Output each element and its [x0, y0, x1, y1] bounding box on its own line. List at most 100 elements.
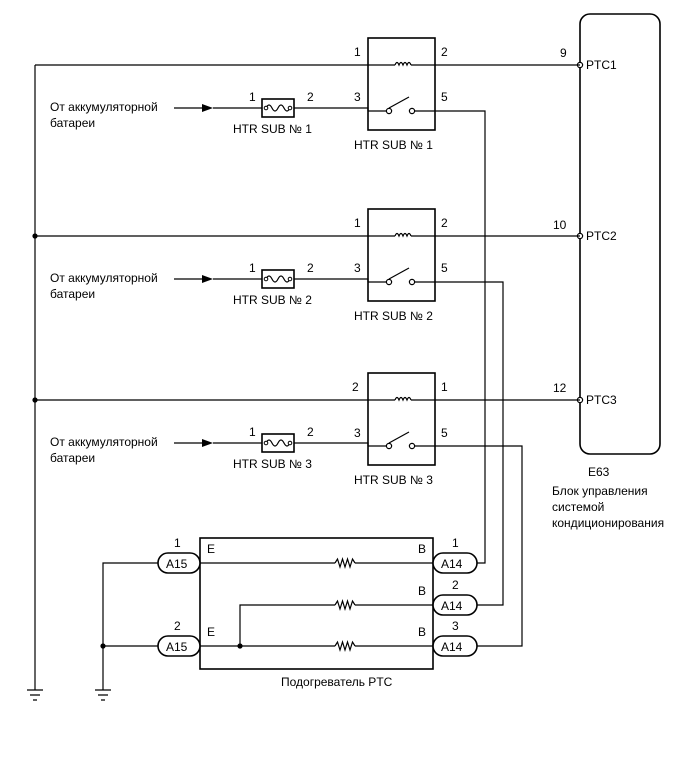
- fuse-name: HTR SUB № 2: [233, 293, 312, 307]
- relay-box: [367, 372, 436, 466]
- battery-feed-1: От аккумуляторной батареи 1 2 HTR SUB № …: [50, 90, 369, 136]
- battery-feed-3: От аккумуляторной батареи 1 2 HTR SUB № …: [50, 425, 369, 471]
- switch-contact: [385, 278, 393, 286]
- ground-wire: [102, 562, 158, 683]
- relay-htr-sub-3: 2 1 3 5 HTR SUB № 3: [35, 372, 580, 487]
- connector-code: A15: [166, 557, 188, 571]
- relay-pin-1: 1: [354, 45, 361, 59]
- ecu-name-line-3: кондиционирования: [552, 516, 664, 530]
- ecu-pin-label-ptc2: PTC2: [586, 229, 617, 243]
- relay-pin-3: 3: [354, 261, 361, 275]
- fuse-name: HTR SUB № 1: [233, 122, 312, 136]
- junction-dot: [100, 643, 106, 649]
- relay-switch-icon: [388, 96, 410, 109]
- fuse-terminal: [263, 105, 269, 111]
- fuse-to-relay-wire: [294, 107, 369, 111]
- heater-name: Подогреватель PTC: [281, 675, 393, 689]
- ecu-name-line-1: Блок управления: [552, 484, 648, 498]
- relay-coil-icon: [394, 232, 412, 238]
- ecu-pin-number-ptc3: 12: [553, 381, 567, 395]
- ecu-pin-label-ptc3: PTC3: [586, 393, 617, 407]
- ecu-name-line-2: системой: [552, 500, 604, 514]
- fuse-terminal: [263, 276, 269, 282]
- relay-pin-5: 5: [441, 261, 448, 275]
- battery-source-line-1: От аккумуляторной: [50, 435, 158, 449]
- switch-contact: [385, 442, 393, 450]
- terminal-b: B: [418, 542, 426, 556]
- battery-source-line-2: батареи: [50, 451, 95, 465]
- battery-feed-2: От аккумуляторной батареи 1 2 HTR SUB № …: [50, 261, 369, 307]
- ptc-heater: E E B B B A15 1 A15 2 A14 1 A14 2 A14 3 …: [157, 536, 478, 689]
- fuse-icon: [265, 104, 291, 112]
- battery-source-line-1: От аккумуляторной: [50, 271, 158, 285]
- heater-element-wire: [239, 604, 433, 646]
- switch-contact: [408, 442, 416, 450]
- relay-pin-2: 2: [441, 45, 448, 59]
- battery-source-line-1: От аккумуляторной: [50, 100, 158, 114]
- connector-a14-2: [432, 594, 478, 616]
- relay-switch-icon: [388, 431, 410, 444]
- connector-pin: 3: [452, 619, 459, 633]
- ecu-e63: E63 Блок управления системой кондиционир…: [552, 13, 664, 530]
- fuse-pin-2: 2: [307, 425, 314, 439]
- fuse-name: HTR SUB № 3: [233, 457, 312, 471]
- relay-pin-2: 2: [441, 216, 448, 230]
- relay-box: [367, 37, 436, 131]
- resistor-icon: [334, 556, 356, 570]
- fuse-pin-1: 1: [249, 261, 256, 275]
- relay-name: HTR SUB № 1: [354, 138, 433, 152]
- connector-pin: 1: [452, 536, 459, 550]
- fuse-to-relay-wire: [294, 278, 369, 282]
- relay-htr-sub-2: 1 2 3 5 HTR SUB № 2: [35, 208, 580, 323]
- arrow-right-icon: [202, 275, 213, 283]
- junction-dot: [237, 643, 243, 649]
- battery-source-line-2: батареи: [50, 116, 95, 130]
- fuse-terminal: [287, 105, 293, 111]
- ground-bus: [27, 65, 43, 701]
- ecu-code: E63: [588, 465, 610, 479]
- fuse-terminal: [287, 276, 293, 282]
- fuse-pin-1: 1: [249, 425, 256, 439]
- relay1-output-wire: [435, 110, 486, 564]
- connector-a14-1: [432, 552, 478, 574]
- ecu-pin-label-ptc1: PTC1: [586, 58, 617, 72]
- ground-symbol-main: [27, 683, 43, 701]
- fuse-icon: [265, 275, 291, 283]
- terminal-b: B: [418, 584, 426, 598]
- connector-code: A14: [441, 640, 463, 654]
- relay-pin-3: 3: [354, 426, 361, 440]
- switch-contact: [408, 107, 416, 115]
- fuse-terminal: [287, 440, 293, 446]
- relay-pin-5: 5: [441, 426, 448, 440]
- heater-box: [199, 537, 434, 670]
- connector-pin: 1: [174, 536, 181, 550]
- switch-contact: [408, 278, 416, 286]
- connector-code: A14: [441, 557, 463, 571]
- relay-pin-1: 1: [441, 380, 448, 394]
- relay-switch-icon: [388, 267, 410, 280]
- relay-pin-3: 3: [354, 90, 361, 104]
- terminal-e: E: [207, 542, 215, 556]
- fuse-icon: [265, 439, 291, 447]
- relay-pin-5: 5: [441, 90, 448, 104]
- relay-coil-icon: [394, 61, 412, 67]
- relay-coil-icon: [394, 396, 412, 402]
- connector-code: A14: [441, 599, 463, 613]
- connector-code: A15: [166, 640, 188, 654]
- ground-symbol-heater: [95, 683, 111, 701]
- relay2-output-wire: [435, 281, 504, 606]
- connector-pin: 2: [452, 578, 459, 592]
- relay-box: [367, 208, 436, 302]
- resistor-icon: [334, 639, 356, 653]
- arrow-right-icon: [202, 104, 213, 112]
- switch-contact: [385, 107, 393, 115]
- arrow-right-icon: [202, 439, 213, 447]
- relay-pin-1: 1: [354, 216, 361, 230]
- connector-a14-3: [432, 635, 478, 657]
- terminal-e: E: [207, 625, 215, 639]
- resistor-icon: [334, 598, 356, 612]
- fuse-to-relay-wire: [294, 442, 369, 446]
- fuse-terminal: [263, 440, 269, 446]
- relay-name: HTR SUB № 2: [354, 309, 433, 323]
